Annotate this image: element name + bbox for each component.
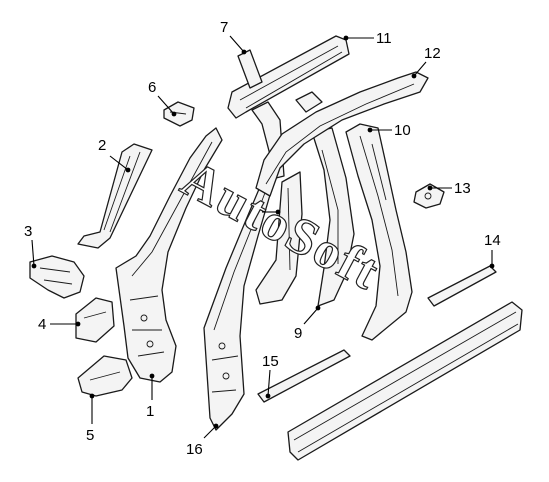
callout-7: 7 <box>220 19 228 36</box>
rocker-panel <box>287 301 523 461</box>
callout-10: 10 <box>394 122 411 139</box>
callout-15: 15 <box>262 353 279 370</box>
callout-6: 6 <box>148 79 156 96</box>
part-5-bracket <box>77 355 133 397</box>
part-4-gusset <box>75 297 115 343</box>
callout-11: 11 <box>376 30 392 47</box>
part-3-bracket <box>29 255 85 299</box>
part-13-clip <box>413 183 445 209</box>
callout-16: 16 <box>186 441 203 458</box>
callout-9: 9 <box>294 325 302 342</box>
part-1-a-pillar <box>115 127 223 383</box>
part-15-sill-trim <box>257 349 351 403</box>
callout-12: 12 <box>424 45 441 62</box>
callout-4: 4 <box>38 316 46 333</box>
part-12-roof-arch <box>255 71 429 197</box>
leader-lines <box>31 35 495 439</box>
callout-1: 1 <box>146 403 154 420</box>
callout-5: 5 <box>86 427 94 444</box>
callout-3: 3 <box>24 223 32 240</box>
part-10-rear-pillar <box>345 123 413 341</box>
part-16-side-rail <box>203 181 273 431</box>
part-6-bracket <box>163 101 195 127</box>
part-14-trim-strip <box>427 265 497 307</box>
callout-2: 2 <box>98 137 106 154</box>
callout-14: 14 <box>484 232 501 249</box>
callout-13: 13 <box>454 180 471 197</box>
